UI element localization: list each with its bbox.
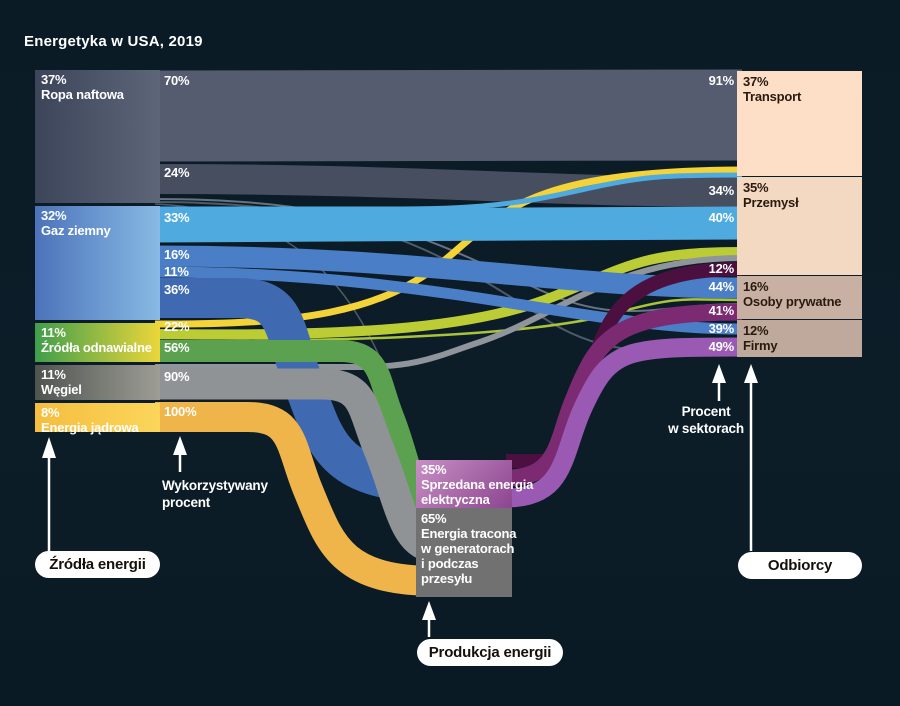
used-pct-ropa-70: 70% bbox=[164, 73, 190, 88]
flow-gaz-przemysl bbox=[154, 206, 743, 243]
flow-produkcja-firmy bbox=[505, 337, 743, 508]
sector-pct-arrowhead bbox=[712, 364, 726, 383]
share-przemysl-12: 12% bbox=[708, 261, 735, 276]
source-label: 37%Ropa naftowa bbox=[35, 70, 160, 102]
share-firmy-49: 49% bbox=[708, 339, 735, 354]
sector-pct: 12% bbox=[743, 323, 769, 338]
production-node-lost bbox=[416, 508, 512, 597]
production-lost-label: 65%Energia tracona w generatorach i podc… bbox=[421, 511, 541, 586]
production-arrowhead bbox=[422, 601, 436, 620]
source-name: Źródła odnawialne bbox=[41, 340, 152, 355]
source-label: 11%Źródła odnawialne bbox=[35, 323, 160, 355]
source-pct: 32% bbox=[41, 208, 67, 223]
sector-pct: 16% bbox=[743, 279, 769, 294]
source-pct: 8% bbox=[41, 405, 60, 420]
sector-block-przemysl: 35%Przemysł bbox=[737, 177, 862, 275]
chart-title: Energetyka w USA, 2019 bbox=[24, 33, 203, 50]
flow-gaz-transport bbox=[155, 172, 743, 212]
sector-pct: 35% bbox=[743, 180, 769, 195]
used-pct-jadrowa-100: 100% bbox=[164, 404, 197, 419]
sector-block-osoby-prywatne: 16%Osoby prywatne bbox=[737, 276, 862, 319]
production-pill-label: Produkcja energii bbox=[428, 644, 552, 661]
used-pct-ropa-24: 24% bbox=[164, 165, 190, 180]
used-pct-gaz-16: 16% bbox=[164, 247, 190, 262]
flow-wegiel-produkcja bbox=[155, 368, 438, 563]
consumers-pill-label: Odbiorcy bbox=[767, 557, 833, 574]
used-pct-gaz-36: 36% bbox=[164, 282, 190, 297]
sources-pill-label: Źródła energii bbox=[49, 556, 146, 573]
production-sold-text: Sprzedana energia elektryczna bbox=[421, 477, 534, 507]
source-name: Węgiel bbox=[41, 382, 82, 397]
share-przemysl-40: 40% bbox=[708, 210, 735, 225]
sector-name: Przemysł bbox=[743, 195, 799, 210]
used-pct-odn-56: 56% bbox=[164, 340, 190, 355]
flow-wegiel-przemysl bbox=[155, 255, 743, 370]
source-block-ropa-naftowa: 37%Ropa naftowa bbox=[35, 70, 160, 203]
source-label: 8%Energia jądrowa bbox=[35, 403, 160, 435]
flow-gaz-osoby bbox=[154, 245, 743, 299]
sector-block-firmy: 12%Firmy bbox=[737, 320, 862, 357]
sector-name: Osoby prywatne bbox=[743, 294, 842, 309]
production-lost-text: Energia tracona w generatorach i podczas… bbox=[421, 526, 517, 586]
sector-pct-note: Procent w sektorach bbox=[668, 404, 744, 436]
consumers-arrowhead bbox=[744, 364, 758, 383]
sector-pct: 37% bbox=[743, 74, 769, 89]
share-transport-91: 91% bbox=[708, 73, 735, 88]
annotation-arrows bbox=[47, 381, 753, 637]
source-pct: 11% bbox=[41, 325, 66, 340]
production-sold-label: 35%Sprzedana energia elektryczna bbox=[421, 462, 541, 507]
sector-label: 35%Przemysł bbox=[737, 177, 862, 210]
production-sold-pct: 35% bbox=[421, 462, 447, 477]
flow-produkcja-osoby bbox=[505, 303, 743, 487]
consumers-pill: Odbiorcy bbox=[738, 552, 862, 579]
sources-arrowhead bbox=[42, 437, 56, 458]
sector-name: Transport bbox=[743, 89, 802, 104]
used-arrowhead bbox=[173, 436, 187, 455]
used-pct-odn-22: 22% bbox=[164, 319, 190, 334]
share-firmy-39: 39% bbox=[708, 321, 735, 336]
source-block-zrodla-odnawialne: 11%Źródła odnawialne bbox=[35, 323, 160, 362]
sources-pill: Źródła energii bbox=[35, 551, 160, 578]
source-label: 32%Gaz ziemny bbox=[35, 206, 160, 238]
flow-ropa-transport bbox=[154, 69, 743, 162]
used-percent-note: Wykorzystywany procent bbox=[162, 478, 268, 510]
production-lost-pct: 65% bbox=[421, 511, 447, 526]
production-node-sold bbox=[416, 460, 512, 508]
sector-block-transport: 37%Transport bbox=[737, 71, 862, 176]
sector-label: 16%Osoby prywatne bbox=[737, 276, 862, 309]
flow-jadrowa-produkcja bbox=[155, 402, 437, 596]
source-block-wegiel: 11%Węgiel bbox=[35, 365, 160, 400]
annotation-arrowheads bbox=[42, 364, 758, 620]
source-name: Energia jądrowa bbox=[41, 420, 139, 435]
source-block-energia-jadrowa: 8%Energia jądrowa bbox=[35, 403, 160, 435]
share-osoby-41: 41% bbox=[708, 303, 735, 318]
source-name: Gaz ziemny bbox=[41, 223, 111, 238]
source-label: 11%Węgiel bbox=[35, 365, 160, 397]
share-przemysl-34: 34% bbox=[708, 183, 735, 198]
source-name: Ropa naftowa bbox=[41, 87, 124, 102]
sector-label: 37%Transport bbox=[737, 71, 862, 104]
source-pct: 11% bbox=[41, 367, 66, 382]
source-pct: 37% bbox=[41, 72, 67, 87]
used-pct-gaz-33: 33% bbox=[164, 210, 190, 225]
flow-gaz-firmy bbox=[154, 266, 743, 335]
share-osoby-44: 44% bbox=[708, 279, 735, 294]
used-pct-wegiel-90: 90% bbox=[164, 369, 190, 384]
flow-odnawialne-osoby-thin bbox=[154, 298, 743, 343]
used-pct-gaz-11: 11% bbox=[164, 264, 189, 279]
sector-label: 12%Firmy bbox=[737, 320, 862, 353]
production-pill: Produkcja energii bbox=[417, 639, 563, 666]
source-block-gaz-ziemny: 32%Gaz ziemny bbox=[35, 206, 160, 320]
flow-ropa-przemysl bbox=[154, 164, 743, 207]
sector-name: Firmy bbox=[743, 338, 778, 353]
